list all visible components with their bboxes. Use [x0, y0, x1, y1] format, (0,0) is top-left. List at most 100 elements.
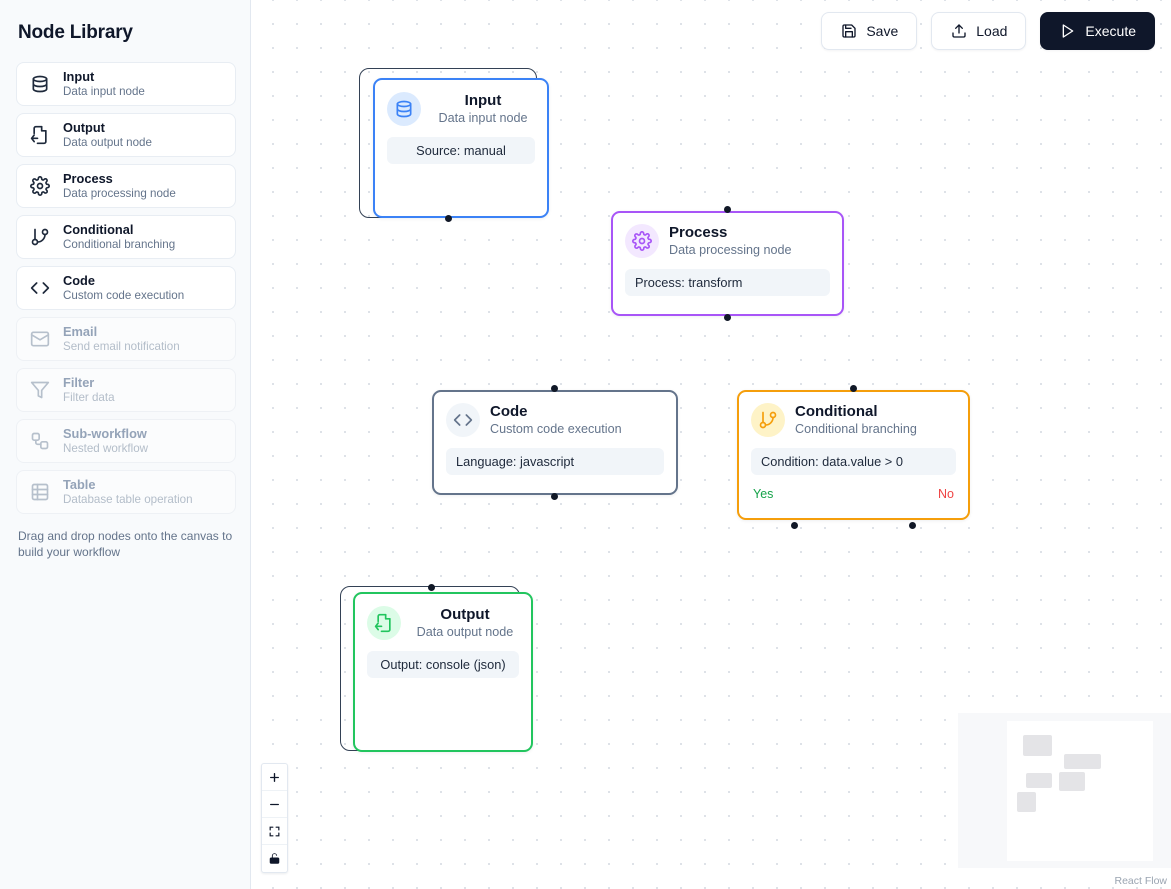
canvas-toolbar: Save Load Execute [821, 12, 1155, 50]
node-subtitle: Data output node [416, 625, 514, 639]
node-title: Code [490, 403, 528, 420]
save-button-label: Save [866, 23, 899, 39]
node-connection-handle[interactable] [427, 583, 435, 591]
node-library-item-label: Filter [63, 375, 95, 391]
gear-icon [29, 175, 51, 197]
node-connection-handle[interactable] [790, 521, 798, 529]
table-icon [29, 481, 51, 503]
node-library-item-description: Send email notification [63, 340, 180, 354]
file-output-icon [367, 606, 401, 640]
node-connection-handle[interactable] [849, 384, 857, 392]
node-connection-handle[interactable] [444, 214, 452, 222]
node-title: Process [669, 224, 728, 241]
minimap-viewport [1007, 721, 1153, 861]
envelope-icon [29, 328, 51, 350]
canvas-controls [261, 763, 288, 873]
node-connection-handle[interactable] [723, 205, 731, 213]
node-subtitle: Data processing node [669, 243, 792, 257]
zoom-in-button[interactable] [262, 764, 287, 791]
database-icon [387, 92, 421, 126]
node-library-item-description: Data output node [63, 136, 152, 150]
minimap[interactable] [958, 713, 1171, 868]
node-library-item-label: Sub-workflow [63, 426, 147, 442]
minimap-node [1059, 772, 1085, 791]
floppy-disk-icon [840, 23, 857, 40]
react-flow-attribution[interactable]: React Flow [1114, 875, 1167, 887]
execute-button-label: Execute [1085, 23, 1136, 39]
node-connection-handle[interactable] [723, 313, 731, 321]
load-button-label: Load [976, 23, 1008, 39]
node-config-field: Condition: data.value > 0 [751, 448, 956, 476]
lock-button[interactable] [262, 845, 287, 872]
node-library-item-description: Conditional branching [63, 238, 176, 252]
node-library-item-description: Nested workflow [63, 442, 149, 456]
branch-no-label[interactable]: No [938, 487, 954, 502]
node-title: Conditional [795, 403, 878, 420]
file-output-icon [29, 124, 51, 146]
node-library-item-description: Data processing node [63, 187, 176, 201]
node-library-item-description: Filter data [63, 391, 115, 405]
node-title: Input [464, 92, 502, 109]
node-subtitle: Conditional branching [795, 422, 917, 436]
execute-button[interactable]: Execute [1040, 12, 1155, 50]
node-library-item-label: Process [63, 171, 113, 187]
node-subtitle: Data input node [438, 111, 528, 125]
node-connection-handle[interactable] [550, 384, 558, 392]
node-branch-row: Yes No [739, 487, 968, 511]
zoom-out-button[interactable] [262, 791, 287, 818]
play-icon [1059, 23, 1076, 40]
node-library-item-label: Input [63, 69, 95, 85]
node-library-item-description: Data input node [63, 85, 145, 99]
node-subtitle: Custom code execution [490, 422, 622, 436]
branch-yes-label[interactable]: Yes [753, 487, 774, 502]
node-config-field: Process: transform [625, 269, 830, 297]
code-icon [446, 403, 480, 438]
minimap-node [1023, 735, 1052, 756]
funnel-icon [29, 379, 51, 401]
minimap-node [1064, 754, 1101, 769]
upload-icon [950, 23, 967, 40]
fit-view-button[interactable] [262, 818, 287, 845]
gear-icon [625, 224, 659, 259]
node-library-item-description: Custom code execution [63, 289, 185, 303]
minimap-node [1026, 773, 1052, 788]
code-icon [29, 277, 51, 299]
node-config-field: Language: javascript [446, 448, 664, 476]
node-library-item-label: Table [63, 477, 96, 493]
load-button[interactable]: Load [931, 12, 1027, 50]
minimap-node [1017, 792, 1036, 812]
node-connection-handle[interactable] [908, 521, 916, 529]
node-library-item-description: Database table operation [63, 493, 193, 507]
node-library-item-label: Conditional [63, 222, 134, 238]
node-connection-handle[interactable] [550, 492, 558, 500]
node-library-item-label: Code [63, 273, 95, 289]
node-title: Output [440, 606, 490, 623]
save-button[interactable]: Save [821, 12, 918, 50]
node-library-item-label: Email [63, 324, 98, 340]
sidebar-hint: Drag and drop nodes onto the canvas to b… [18, 529, 233, 560]
flow-canvas[interactable]: Save Load Execute [251, 0, 1171, 889]
git-branch-icon [29, 226, 51, 248]
node-config-field: Source: manual [387, 137, 535, 165]
